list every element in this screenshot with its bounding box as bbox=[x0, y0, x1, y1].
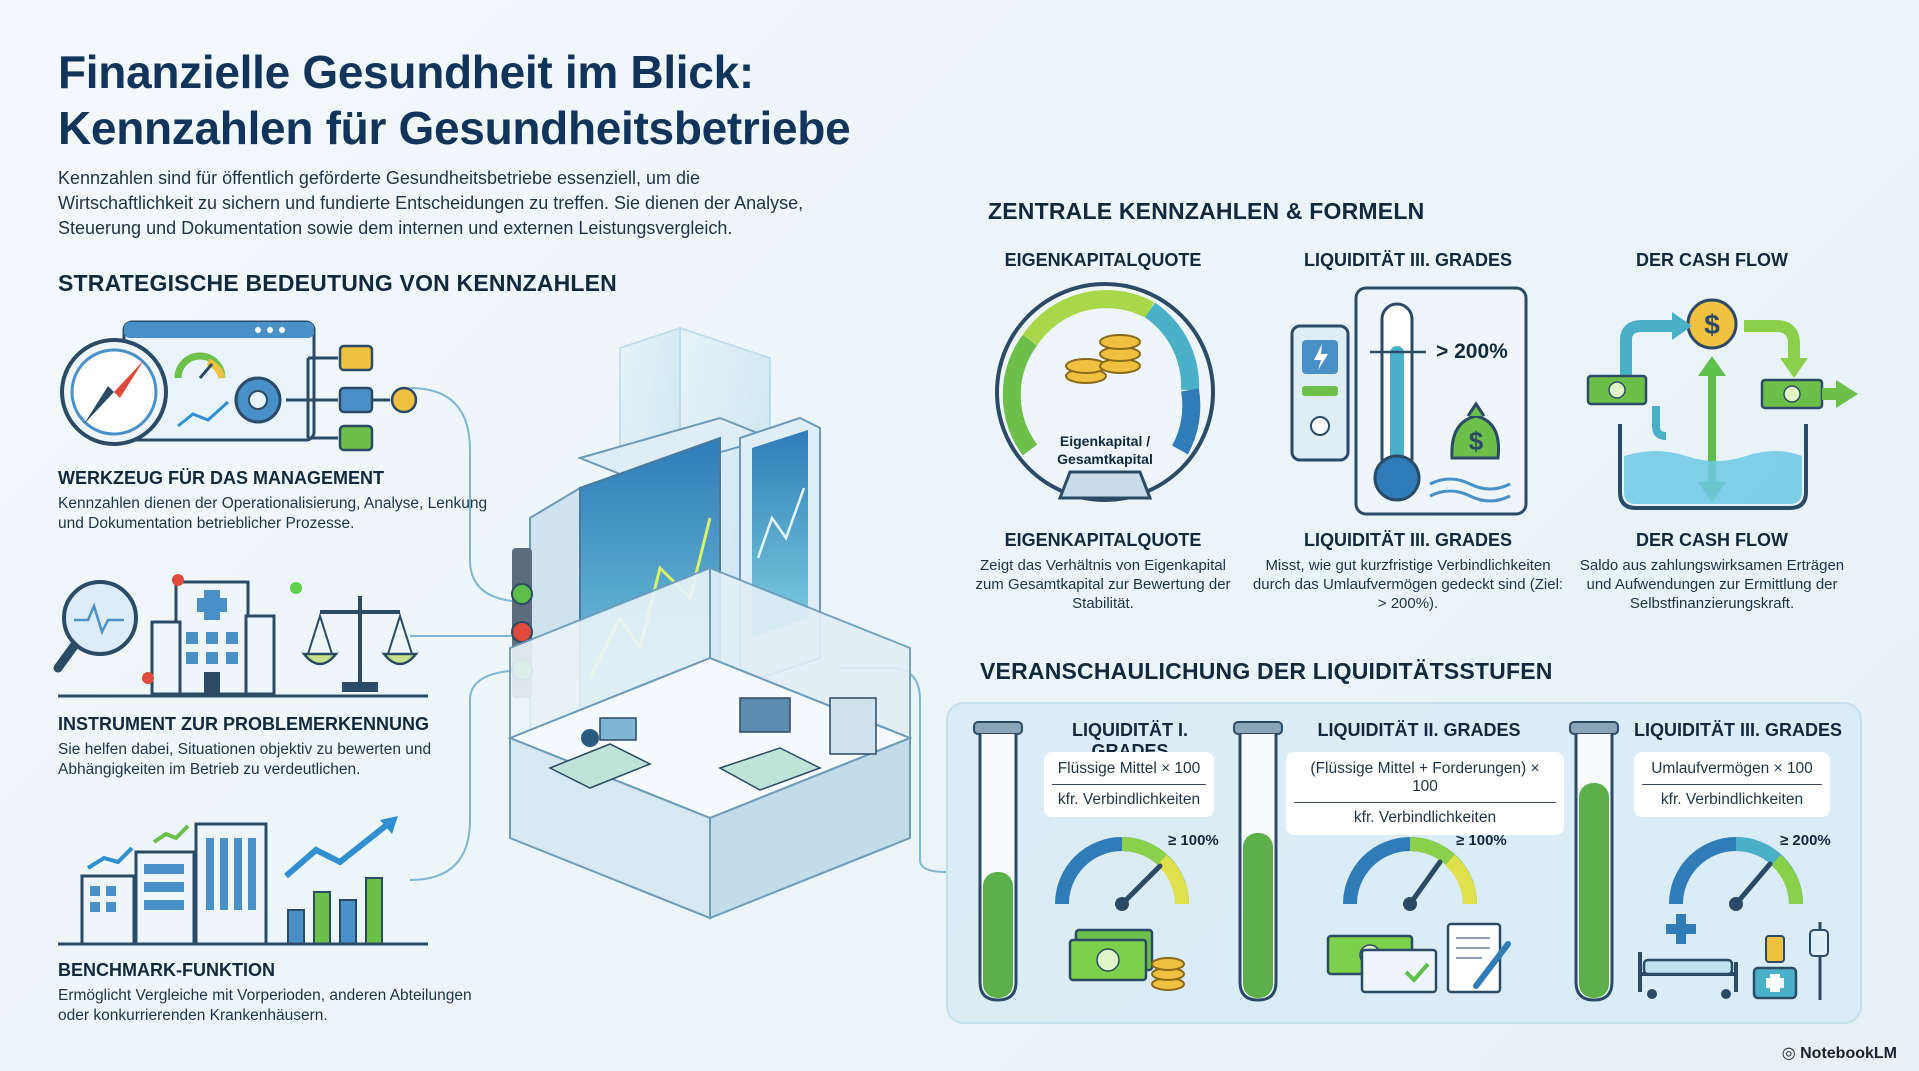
test-tube-level-1 bbox=[973, 721, 1023, 1002]
level-2-formula: (Flüssige Mittel + Forderungen) × 100 kf… bbox=[1286, 752, 1564, 835]
brand-label: NotebookLM bbox=[1800, 1045, 1897, 1062]
thermo-threshold-text: > 200% bbox=[1436, 340, 1508, 363]
buildings-growth-chart-icon bbox=[58, 816, 428, 946]
strategic-item-1-title: WERKZEUG FÜR DAS MANAGEMENT bbox=[58, 468, 384, 488]
magnifier-hospital-scale-icon bbox=[53, 574, 428, 698]
level-2-numerator: (Flüssige Mittel + Forderungen) × 100 bbox=[1294, 752, 1556, 803]
brand-icon: ◎ bbox=[1781, 1045, 1796, 1062]
test-tube-level-3 bbox=[1569, 721, 1619, 1002]
level-3-denominator: kfr. Verbindlichkeiten bbox=[1660, 791, 1804, 808]
level-2-gauge bbox=[1343, 837, 1477, 911]
level-2-denominator: kfr. Verbindlichkeiten bbox=[1353, 809, 1497, 826]
equity-gauge-text-1: Eigenkapital / bbox=[1059, 433, 1151, 449]
level-1-denominator: kfr. Verbindlichkeiten bbox=[1057, 791, 1201, 808]
thermometer-moneybag-icon: $ bbox=[1290, 286, 1528, 516]
equity-gauge-icon bbox=[995, 282, 1215, 502]
equity-gauge-text-2: Gesamtkapital bbox=[1057, 451, 1153, 467]
kpi-2-label: LIQUIDITÄT III. GRADES bbox=[1303, 250, 1512, 270]
page-title: Finanzielle Gesundheit im Blick: Kennzah… bbox=[58, 44, 851, 156]
kpi-1-desc: Zeigt das Verhältnis von Eigenkapital zu… bbox=[975, 557, 1231, 612]
strategic-section-title: STRATEGISCHE BEDEUTUNG VON KENNZAHLEN bbox=[58, 270, 617, 296]
level-3-title: LIQUIDITÄT III. GRADES bbox=[1633, 720, 1842, 740]
level-1-formula: Flüssige Mittel × 100 kfr. Verbindlichke… bbox=[1044, 752, 1214, 817]
cashflow-basin-icon: $ bbox=[1586, 298, 1858, 510]
svg-text:$: $ bbox=[1704, 309, 1720, 340]
strategic-item-3-title: BENCHMARK-FUNKTION bbox=[58, 960, 275, 980]
banknote-document-icon bbox=[1326, 922, 1511, 994]
tube-fill-2 bbox=[1243, 833, 1273, 998]
level-3-numerator: Umlaufvermögen × 100 bbox=[1642, 752, 1822, 785]
compass-dashboard-icon bbox=[60, 320, 418, 452]
equity-gauge-text: Eigenkapital / Gesamtkapital bbox=[1040, 432, 1170, 468]
kpi-2-desc: Misst, wie gut kurzfristige Verbindlichk… bbox=[1252, 557, 1564, 612]
level-1-numerator: Flüssige Mittel × 100 bbox=[1052, 752, 1206, 785]
title-line-1: Finanzielle Gesundheit im Blick: bbox=[58, 46, 754, 98]
kpi-3-label: DER CASH FLOW bbox=[1636, 250, 1788, 270]
hospital-bed-medical-icon bbox=[1638, 914, 1829, 1000]
tube-fill-3 bbox=[1579, 783, 1609, 998]
test-tube-level-2 bbox=[1233, 721, 1283, 1002]
level-2-threshold: ≥ 100% bbox=[1456, 832, 1507, 849]
kpi-3-desc: Saldo aus zahlungswirksamen Erträgen und… bbox=[1579, 557, 1845, 612]
strategic-item-3-desc: Ermöglicht Vergleiche mit Vorperioden, a… bbox=[58, 987, 472, 1024]
level-2-title: LIQUIDITÄT II. GRADES bbox=[1317, 720, 1521, 740]
level-3-threshold: ≥ 200% bbox=[1780, 832, 1831, 849]
tube-fill-1 bbox=[983, 872, 1013, 998]
level-3-gauge bbox=[1669, 837, 1803, 911]
kpi-1-title: EIGENKAPITALQUOTE bbox=[1004, 530, 1202, 550]
hospital-isometric-illustration bbox=[507, 326, 913, 920]
level-1-threshold: ≥ 100% bbox=[1168, 832, 1219, 849]
kpi-3-title: DER CASH FLOW bbox=[1636, 530, 1788, 550]
strategic-item-1-desc: Kennzahlen dienen der Operationalisierun… bbox=[58, 495, 488, 532]
levels-section-title: VERANSCHAULICHUNG DER LIQUIDITÄTSSTUFEN bbox=[980, 658, 1553, 684]
kpi-1-label: EIGENKAPITALQUOTE bbox=[1004, 250, 1202, 270]
level-1-gauge bbox=[1055, 837, 1189, 911]
banknotes-coins-icon bbox=[1068, 928, 1185, 991]
level-3-formula: Umlaufvermögen × 100 kfr. Verbindlichkei… bbox=[1634, 752, 1830, 817]
brand-notebooklm: ◎ NotebookLM bbox=[1782, 1043, 1897, 1063]
strategic-item-2-desc: Sie helfen dabei, Situationen objektiv z… bbox=[58, 741, 432, 778]
strategic-item-2-title: INSTRUMENT ZUR PROBLEMERKENNUNG bbox=[58, 714, 429, 734]
kpi-2-title: LIQUIDITÄT III. GRADES bbox=[1303, 530, 1512, 550]
central-section-title: ZENTRALE KENNZAHLEN & FORMELN bbox=[988, 198, 1425, 224]
intro-text: Kennzahlen sind für öffentlich gefördert… bbox=[58, 168, 804, 238]
svg-text:$: $ bbox=[1469, 426, 1484, 456]
title-line-2: Kennzahlen für Gesundheitsbetriebe bbox=[58, 102, 851, 154]
